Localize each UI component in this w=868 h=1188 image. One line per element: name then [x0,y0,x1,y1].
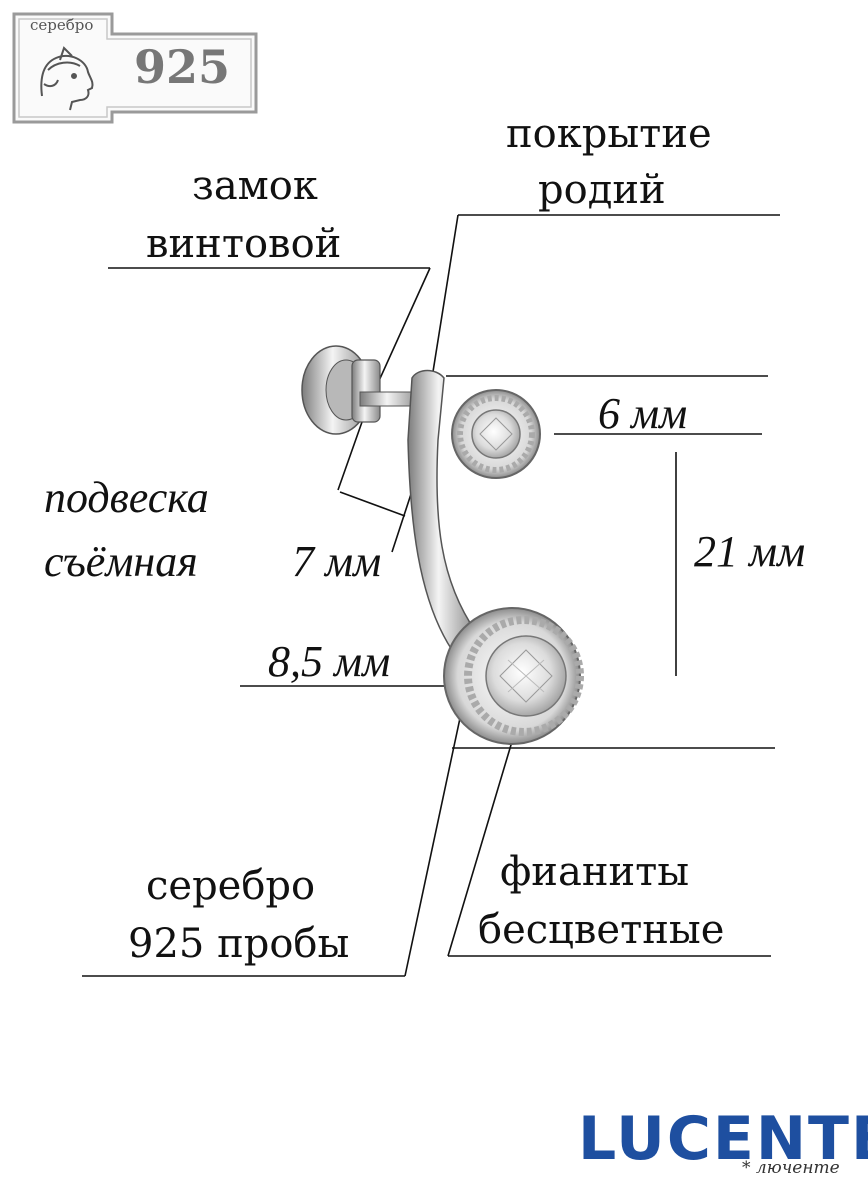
label-lock-line1: замок [192,163,318,209]
label-size-small: 6 мм [598,389,688,438]
label-coating-line1: покрытие [506,111,712,157]
brand-logo: LUCENTE [578,1104,868,1174]
label-silver-line1: серебро [146,863,316,909]
label-size-total: 21 мм [694,527,806,576]
label-pendant-line2: съёмная [44,537,198,586]
screw-lock [301,345,421,435]
label-pendant-line1: подвеска [44,473,209,522]
label-silver-line2: 925 пробы [128,921,350,967]
small-stone [451,389,541,479]
head-profile-icon [40,46,94,111]
brand-subtitle: * люченте [742,1158,840,1178]
label-size-large: 8,5 мм [268,637,391,686]
leader-lines [82,214,780,977]
hallmark-word: серебро [30,16,94,34]
label-size-lock: 7 мм [292,537,382,586]
label-lock-line2: винтовой [146,221,342,267]
hallmark-number: 925 [134,40,231,94]
earring [301,345,584,745]
label-stones-line1: фианиты [500,849,690,895]
label-stones-line2: бесцветные [478,907,725,953]
hallmark-stamp [12,12,258,124]
large-stone [443,607,584,745]
pendant-bar [407,369,478,652]
label-coating-line2: родий [538,167,666,213]
